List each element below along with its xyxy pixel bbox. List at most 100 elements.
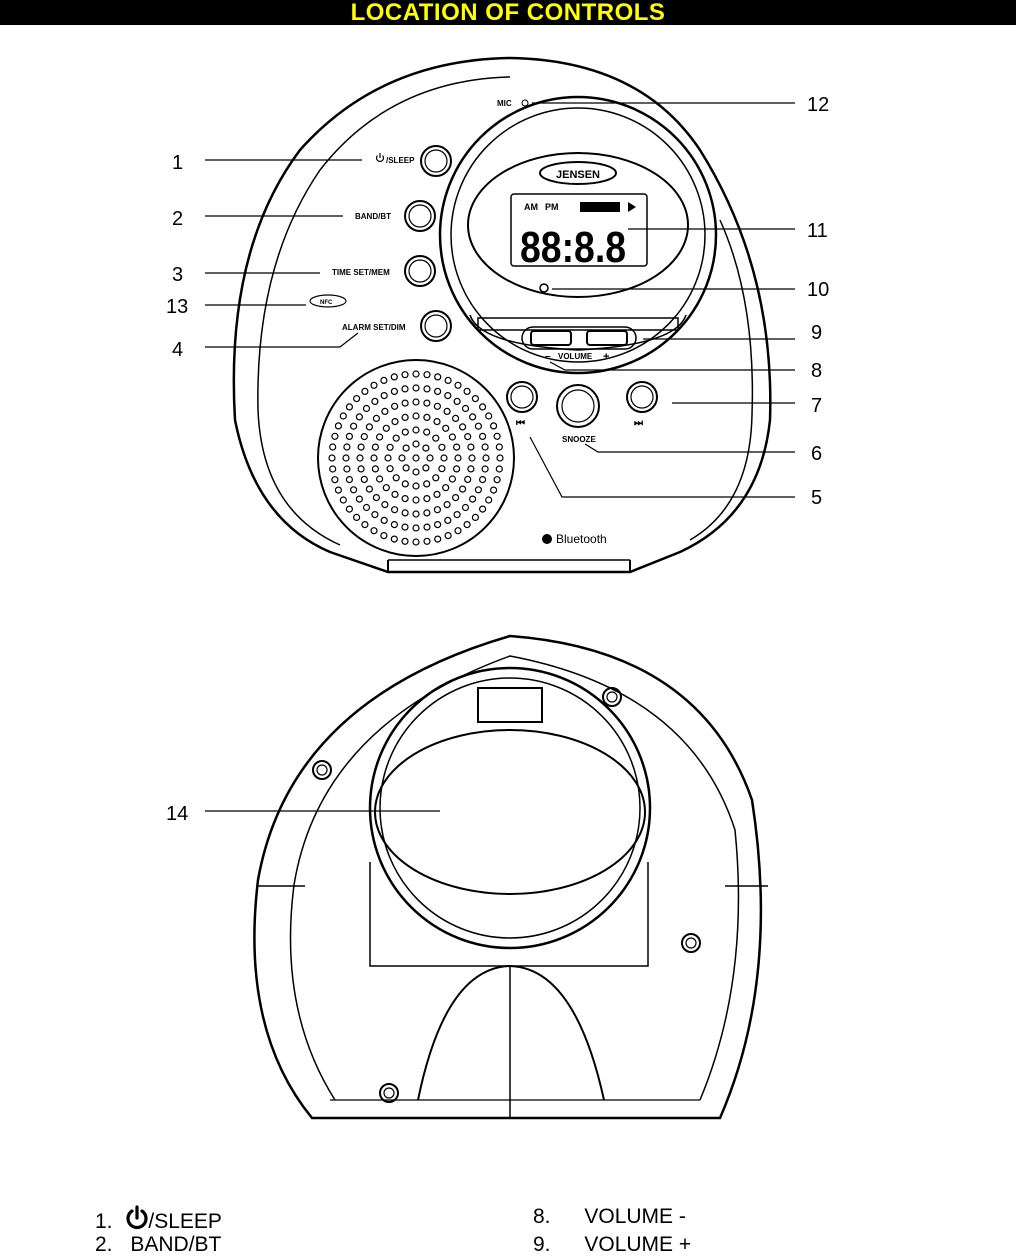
grille-hole <box>496 454 504 462</box>
grille-hole <box>440 454 448 462</box>
grille-hole <box>461 404 470 413</box>
grille-hole <box>444 392 452 400</box>
grille-hole <box>329 465 337 473</box>
grille-hole <box>453 397 461 405</box>
grille-hole <box>423 371 431 379</box>
grille-hole <box>390 373 398 381</box>
grille-hole <box>365 423 373 431</box>
grille-hole <box>479 432 487 440</box>
grille-hole <box>412 468 420 476</box>
bluetooth-logo: Bluetooth <box>556 532 607 546</box>
lcd-am: AM <box>524 202 538 212</box>
grille-hole <box>438 443 446 451</box>
grille-hole <box>401 413 409 421</box>
grille-hole <box>454 454 462 462</box>
grille-hole <box>433 506 441 514</box>
grille-hole <box>426 454 434 462</box>
grille-hole <box>401 495 409 503</box>
grille-hole <box>471 395 479 403</box>
lcd-pm: PM <box>545 202 559 212</box>
grille-hole <box>495 465 503 473</box>
grille-hole <box>423 523 431 531</box>
grille-hole <box>331 476 339 484</box>
grille-hole <box>391 490 399 498</box>
volume-plus-label: + <box>603 351 609 363</box>
grille-hole <box>376 475 384 483</box>
volume-minus-label: – <box>545 351 551 362</box>
grille-hole <box>390 535 398 543</box>
grille-hole <box>412 398 420 406</box>
grille-hole <box>452 494 460 502</box>
speaker-grille <box>328 370 504 546</box>
grille-hole <box>345 432 353 440</box>
controls-diagram: MIC /SLEEP BAND/BT TIME SET/MEM NFC ALAR… <box>166 56 829 1120</box>
sleep-label: /SLEEP <box>386 156 415 165</box>
grille-hole <box>339 496 347 504</box>
grille-hole <box>422 444 430 452</box>
grille-hole <box>463 387 471 395</box>
grille-hole <box>474 486 482 494</box>
grille-hole <box>390 520 398 529</box>
grille-hole <box>392 474 400 482</box>
grille-hole <box>469 413 477 421</box>
grille-hole <box>361 520 369 529</box>
grille-hole <box>371 465 379 473</box>
grille-hole <box>356 454 364 462</box>
grille-hole <box>490 422 498 430</box>
prev-label: ⏮ <box>516 418 525 429</box>
grille-hole <box>423 480 431 488</box>
grille-hole <box>412 440 420 448</box>
grille-hole <box>401 399 409 407</box>
grille-hole <box>372 414 380 422</box>
grille-hole <box>370 454 378 462</box>
grille-hole <box>423 399 431 407</box>
grille-hole <box>380 531 388 540</box>
callout-7: 7 <box>811 395 822 417</box>
grille-hole <box>353 395 361 403</box>
grille-hole <box>412 384 420 392</box>
grille-hole <box>329 443 337 451</box>
grille-hole <box>433 402 441 410</box>
grille-hole <box>355 413 363 421</box>
grille-hole <box>453 510 461 519</box>
grille-hole <box>331 432 339 440</box>
grille-hole <box>444 376 452 384</box>
grille-hole <box>468 454 476 462</box>
legend-item-2: 2. BAND/BT <box>95 1233 221 1257</box>
grille-hole <box>444 516 452 525</box>
grille-hole <box>357 443 365 451</box>
page-title: LOCATION OF CONTROLS <box>350 0 666 26</box>
legend-num: 1. <box>95 1210 113 1233</box>
grille-hole <box>434 373 442 381</box>
brand-logo: JENSEN <box>556 169 600 181</box>
grille-hole <box>380 392 388 400</box>
grille-hole <box>381 407 389 415</box>
grille-hole <box>345 505 353 513</box>
band-bt-label: BAND/BT <box>355 212 391 221</box>
grille-hole <box>481 443 489 451</box>
title-bar: LOCATION OF CONTROLS <box>0 0 1016 25</box>
volume-label: VOLUME <box>558 352 593 361</box>
grille-hole <box>401 385 409 393</box>
grille-hole <box>479 403 487 411</box>
callout-9: 9 <box>811 322 822 344</box>
grille-hole <box>382 484 390 492</box>
grille-hole <box>493 432 501 440</box>
grille-hole <box>334 486 342 494</box>
grille-hole <box>360 475 368 483</box>
grille-hole <box>471 513 479 522</box>
grille-hole <box>370 381 378 389</box>
grille-hole <box>398 454 406 462</box>
next-label: ⏭ <box>634 418 643 429</box>
grille-hole <box>453 443 461 451</box>
grille-hole <box>401 537 409 545</box>
grille-hole <box>343 443 351 451</box>
grille-hole <box>463 520 471 529</box>
callout-8: 8 <box>811 360 822 382</box>
grille-hole <box>401 371 409 379</box>
lcd-digits: 88:8.8 <box>520 223 626 272</box>
grille-hole <box>345 403 353 411</box>
grille-hole <box>412 538 420 546</box>
front-view <box>205 56 795 574</box>
grille-hole <box>376 433 384 441</box>
